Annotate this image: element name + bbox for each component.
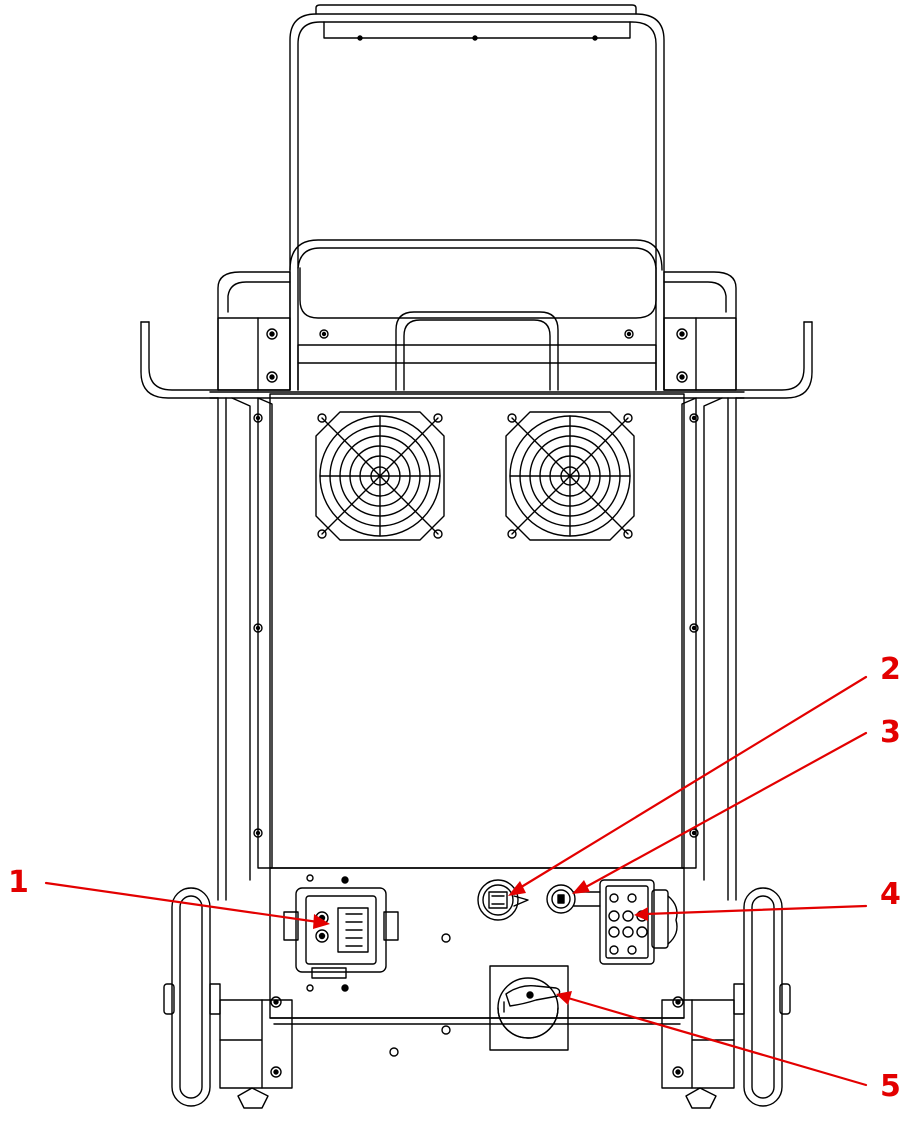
lower-connector-panel <box>269 867 685 1019</box>
main-switch-5 <box>489 965 569 1051</box>
callout-arrow-5 <box>566 996 868 1087</box>
callout-arrow-4 <box>644 904 868 916</box>
connector-2-network <box>477 879 529 921</box>
connector-4-multipin <box>599 879 678 965</box>
connector-3-round <box>546 884 601 914</box>
callout-arrow-5-head <box>556 991 572 1005</box>
callout-label-1: 1 <box>8 865 29 900</box>
top-handle <box>289 4 665 391</box>
handle-tray <box>289 239 663 391</box>
callout-label-2: 2 <box>880 652 901 687</box>
right-cable-hook <box>735 321 813 399</box>
panel-screws <box>389 933 451 1057</box>
callout-arrow-3-head <box>572 880 590 894</box>
left-axle-bracket <box>219 996 293 1109</box>
callout-label-5: 5 <box>880 1069 901 1104</box>
right-shoulder-block <box>663 271 737 391</box>
left-wheel <box>163 887 221 1107</box>
upper-back-panel <box>269 393 685 869</box>
bottom-frame <box>269 1017 685 1025</box>
right-axle-bracket <box>661 996 735 1109</box>
left-cooling-fan <box>315 411 445 541</box>
callout-arrows <box>44 675 868 1087</box>
callout-arrow-1 <box>44 881 320 924</box>
callout-arrow-3 <box>582 731 868 890</box>
callout-arrow-1-head <box>313 914 330 929</box>
connector-1-multipin <box>283 874 399 992</box>
callout-arrow-2 <box>516 675 868 891</box>
right-wheel <box>733 887 791 1107</box>
left-cable-hook <box>140 321 219 399</box>
left-shoulder-block <box>217 271 291 391</box>
callout-arrow-2-head <box>508 881 526 896</box>
top-shelf <box>209 391 745 399</box>
right-cooling-fan <box>505 411 635 541</box>
side-rails <box>217 397 737 901</box>
callout-label-3: 3 <box>880 715 901 750</box>
callout-label-4: 4 <box>880 877 901 912</box>
callout-arrow-4-head <box>634 907 648 921</box>
